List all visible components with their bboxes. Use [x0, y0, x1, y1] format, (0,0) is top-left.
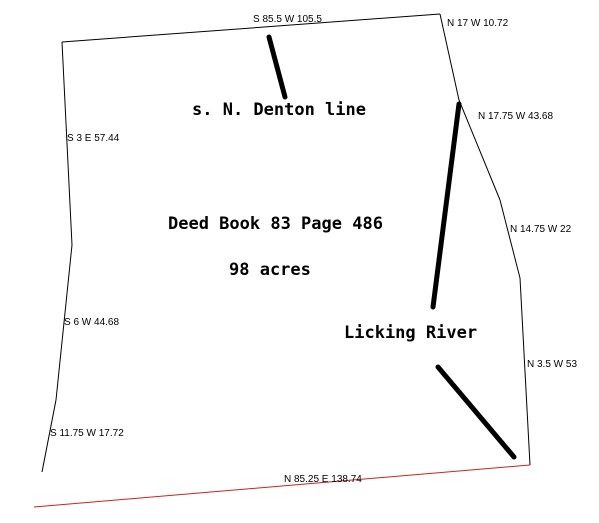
ne-corner-bearing-label: N 17 W 10.72 [447, 18, 509, 29]
north-bearing-label: S 85.5 W 105.5 [253, 14, 322, 25]
boundary-lines [33, 13, 531, 508]
ne-boundary-line [439, 13, 460, 101]
east-middle-bearing-label: N 14.75 W 22 [510, 224, 572, 235]
west-upper-bearing-label: S 3 E 57.44 [67, 133, 120, 144]
plat-labels: s. N. Denton line Deed Book 83 Page 486 … [168, 100, 477, 343]
acreage-label: 98 acres [229, 260, 311, 280]
west-lower-boundary-line [41, 399, 57, 473]
bearing-labels: S 85.5 W 105.5 N 17 W 10.72 N 17.75 W 43… [50, 14, 577, 485]
west-middle-boundary-line [55, 244, 73, 401]
deed-reference-label: Deed Book 83 Page 486 [168, 214, 383, 234]
west-middle-bearing-label: S 6 W 44.68 [64, 317, 119, 328]
north-boundary-line [61, 13, 441, 43]
river-lower-pointer-line [435, 364, 517, 460]
south-boundary-line [33, 464, 531, 508]
west-upper-boundary-line [61, 41, 73, 246]
east-middle-boundary-line [499, 199, 521, 279]
east-upper-bearing-label: N 17.75 W 43.68 [478, 111, 553, 122]
east-lower-bearing-label: N 3.5 W 53 [527, 359, 577, 370]
adjoiner-label: s. N. Denton line [192, 100, 366, 120]
south-bearing-label: N 85.25 E 138.74 [284, 474, 362, 485]
river-upper-pointer-line [430, 101, 462, 310]
pointer-lines [266, 34, 517, 460]
east-upper-boundary-line [458, 99, 501, 201]
river-label: Licking River [344, 323, 477, 343]
west-lower-bearing-label: S 11.75 W 17.72 [50, 428, 124, 439]
denton-pointer-line [266, 34, 288, 100]
east-lower-boundary-line [519, 277, 531, 466]
